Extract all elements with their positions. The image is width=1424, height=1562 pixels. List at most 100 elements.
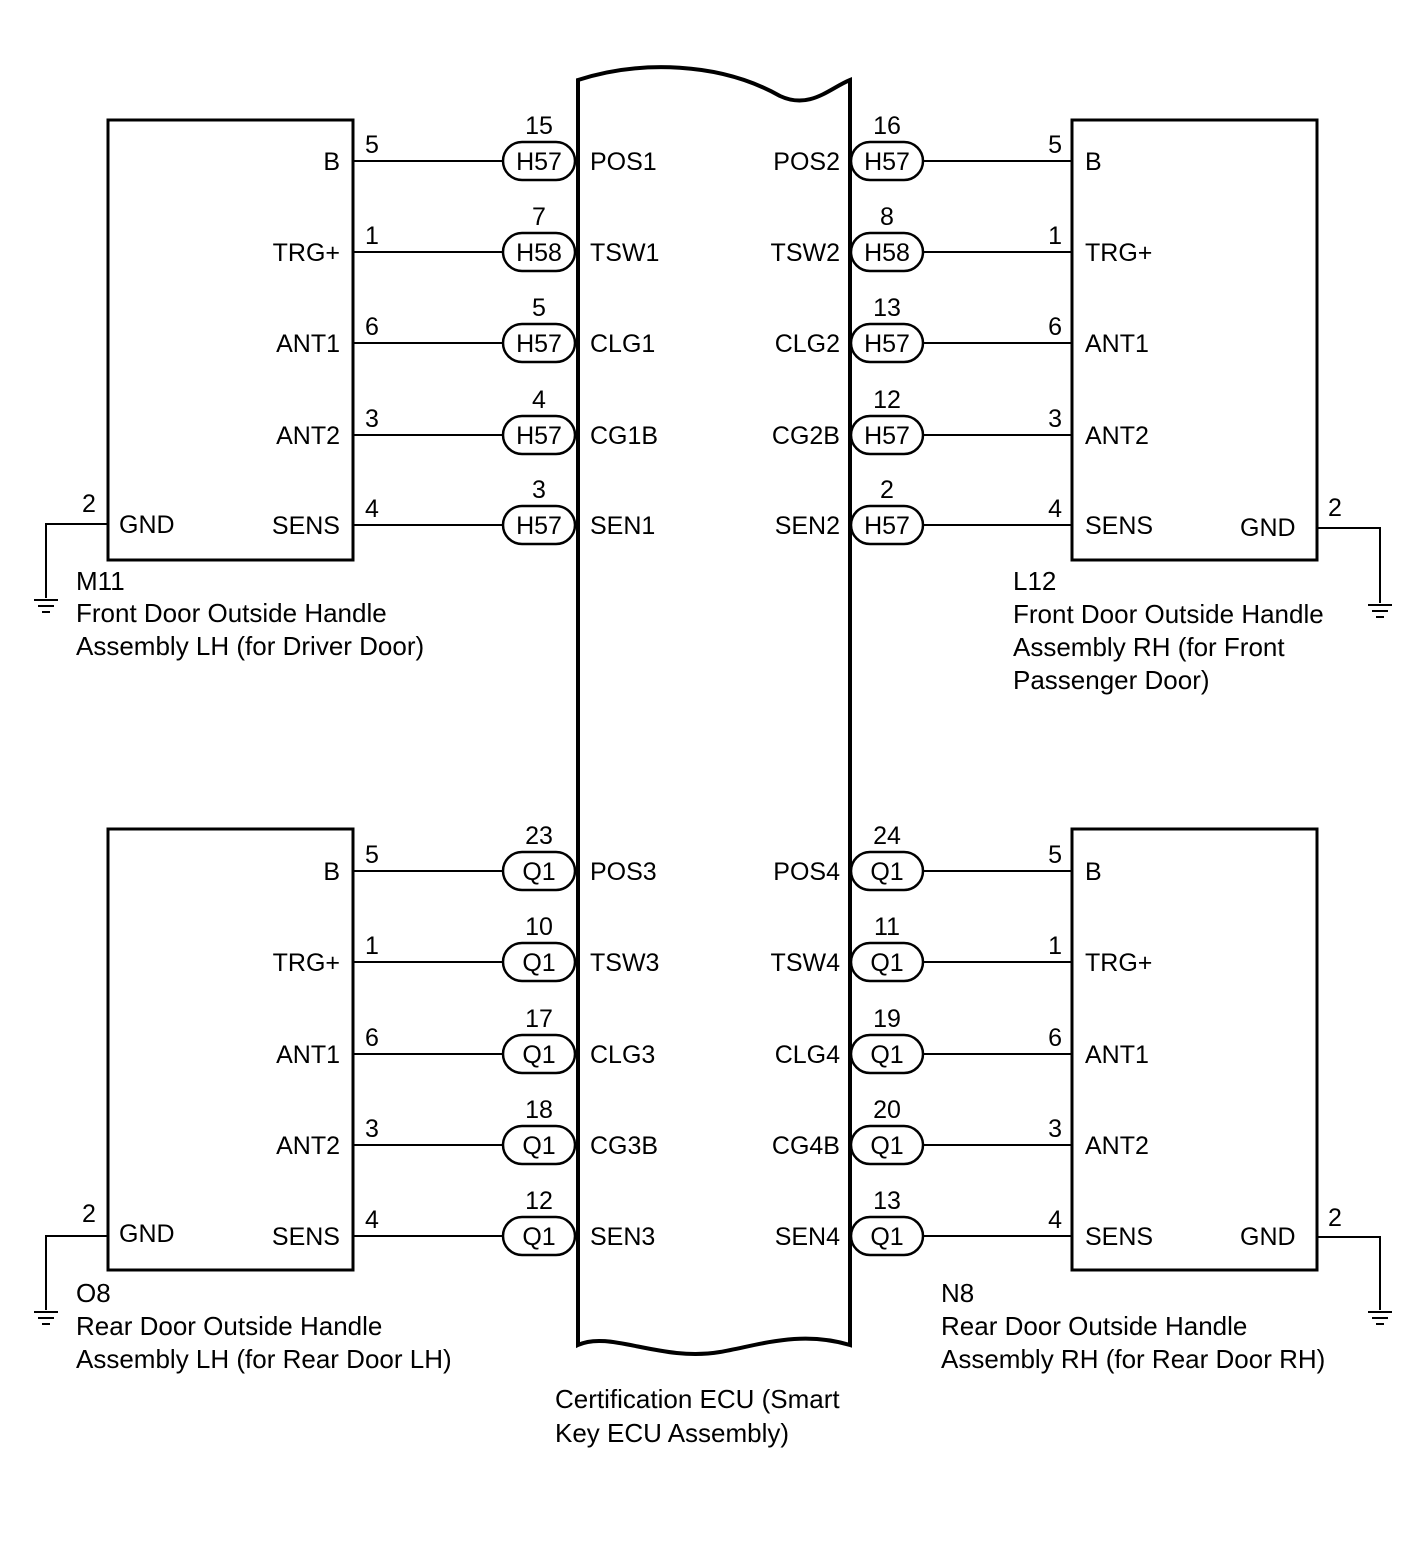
connector-pill-right-2: [849, 231, 925, 273]
pin-label-left-5: SENS: [272, 512, 340, 540]
connector-pill-left-1: [501, 140, 577, 182]
connector-label-left-3: H57: [516, 330, 562, 358]
ecu-signal-right-3: CLG2: [775, 330, 840, 358]
ground-o8: 2 GND: [34, 1200, 175, 1325]
pin-number-right-6: 5: [1048, 841, 1062, 869]
ecu-pin-right-3: 13: [873, 294, 901, 322]
connector-label-left-6: Q1: [522, 858, 555, 886]
component-caption-n8-line-2: Assembly RH (for Rear Door RH): [941, 1344, 1325, 1374]
pin-label-left-1: B: [323, 148, 340, 176]
connector-label-right-1: H57: [864, 148, 910, 176]
pin-number-left-4: 3: [365, 405, 379, 433]
connector-pill-left-9: [501, 1124, 577, 1166]
connector-pill-right-6: [849, 850, 925, 892]
ground-n8: 2 GND: [1240, 1204, 1392, 1325]
pin-number-left-10: 4: [365, 1206, 379, 1234]
ecu-signal-left-1: POS1: [590, 148, 657, 176]
connector-pill-right-1: [849, 140, 925, 182]
pin-number-right-2: 1: [1048, 222, 1062, 250]
pin-label-left-3: ANT1: [276, 330, 340, 358]
pin-label-right-2: TRG+: [1085, 239, 1152, 267]
pin-label-left-4: ANT2: [276, 422, 340, 450]
ecu-pin-right-5: 2: [880, 476, 894, 504]
pin-number-left-2: 1: [365, 222, 379, 250]
gnd-label-o8: GND: [119, 1220, 175, 1248]
pin-number-left-6: 5: [365, 841, 379, 869]
pin-number-right-5: 4: [1048, 495, 1062, 523]
pin-label-left-7: TRG+: [273, 949, 340, 977]
pin-label-left-6: B: [323, 858, 340, 886]
ecu-signal-left-3: CLG1: [590, 330, 655, 358]
connector-label-left-9: Q1: [522, 1132, 555, 1160]
pin-number-left-7: 1: [365, 932, 379, 960]
ecu-pin-left-9: 18: [525, 1096, 553, 1124]
ecu-caption-line-2: Key ECU Assembly): [555, 1418, 789, 1448]
ecu-pin-right-6: 24: [873, 822, 901, 850]
pin-label-right-5: SENS: [1085, 512, 1153, 540]
component-code-n8: N8: [941, 1278, 974, 1308]
connector-label-left-10: Q1: [522, 1223, 555, 1251]
pin-number-right-1: 5: [1048, 131, 1062, 159]
connector-label-left-2: H58: [516, 239, 562, 267]
connector-pill-right-3: [849, 322, 925, 364]
component-caption-m11-line-1: Front Door Outside Handle: [76, 598, 387, 628]
ecu-signal-right-4: CG2B: [772, 422, 840, 450]
pin-label-right-7: TRG+: [1085, 949, 1152, 977]
connector-label-right-3: H57: [864, 330, 910, 358]
connector-label-right-10: Q1: [870, 1223, 903, 1251]
connector-pill-left-10: [501, 1215, 577, 1257]
connector-label-right-8: Q1: [870, 1041, 903, 1069]
gnd-label-l12: GND: [1240, 514, 1296, 542]
pin-label-left-10: SENS: [272, 1223, 340, 1251]
ecu-signal-left-4: CG1B: [590, 422, 658, 450]
ecu-signal-left-6: POS3: [590, 858, 657, 886]
pin-label-right-9: ANT2: [1085, 1132, 1149, 1160]
connector-label-left-7: Q1: [522, 949, 555, 977]
ecu-signal-left-7: TSW3: [590, 949, 659, 977]
connector-pill-right-7: [849, 941, 925, 983]
ecu-signal-right-10: SEN4: [775, 1223, 840, 1251]
pin-number-right-4: 3: [1048, 405, 1062, 433]
pin-number-right-3: 6: [1048, 313, 1062, 341]
ecu-pin-right-9: 20: [873, 1096, 901, 1124]
gnd-pin-l12: 2: [1328, 494, 1342, 522]
component-code-l12: L12: [1013, 566, 1056, 596]
component-box-l12: [1070, 118, 1319, 562]
connector-label-right-7: Q1: [870, 949, 903, 977]
gnd-label-n8: GND: [1240, 1223, 1296, 1251]
component-caption-l12-line-3: Passenger Door): [1013, 665, 1210, 695]
gnd-pin-n8: 2: [1328, 1204, 1342, 1232]
ecu-pin-left-5: 3: [532, 476, 546, 504]
connector-label-right-6: Q1: [870, 858, 903, 886]
ecu-pin-left-6: 23: [525, 822, 553, 850]
pin-number-left-8: 6: [365, 1024, 379, 1052]
ecu-signal-right-6: POS4: [773, 858, 840, 886]
connector-pill-left-8: [501, 1033, 577, 1075]
gnd-label-m11: GND: [119, 511, 175, 539]
pin-number-right-7: 1: [1048, 932, 1062, 960]
ecu-pin-left-7: 10: [525, 913, 553, 941]
ecu-signal-left-2: TSW1: [590, 239, 659, 267]
ecu-pin-left-2: 7: [532, 203, 546, 231]
connector-pill-right-8: [849, 1033, 925, 1075]
connector-pill-left-4: [501, 414, 577, 456]
connector-pill-left-3: [501, 322, 577, 364]
ecu-signal-right-9: CG4B: [772, 1132, 840, 1160]
pin-label-right-3: ANT1: [1085, 330, 1149, 358]
component-code-o8: O8: [76, 1278, 111, 1308]
component-box-n8: [1070, 827, 1319, 1272]
ecu-pin-right-7: 11: [874, 913, 900, 941]
pin-number-right-10: 4: [1048, 1206, 1062, 1234]
connector-label-right-2: H58: [864, 239, 910, 267]
ecu-pin-right-8: 19: [873, 1005, 901, 1033]
connector-pill-right-5: [849, 504, 925, 546]
pin-label-right-8: ANT1: [1085, 1041, 1149, 1069]
ecu-caption-line-1: Certification ECU (Smart: [555, 1384, 840, 1414]
gnd-pin-m11: 2: [82, 490, 96, 518]
connector-pill-left-5: [501, 504, 577, 546]
ecu-pin-left-10: 12: [525, 1187, 553, 1215]
connector-label-left-5: H57: [516, 512, 562, 540]
component-caption-o8-line-2: Assembly LH (for Rear Door LH): [76, 1344, 452, 1374]
